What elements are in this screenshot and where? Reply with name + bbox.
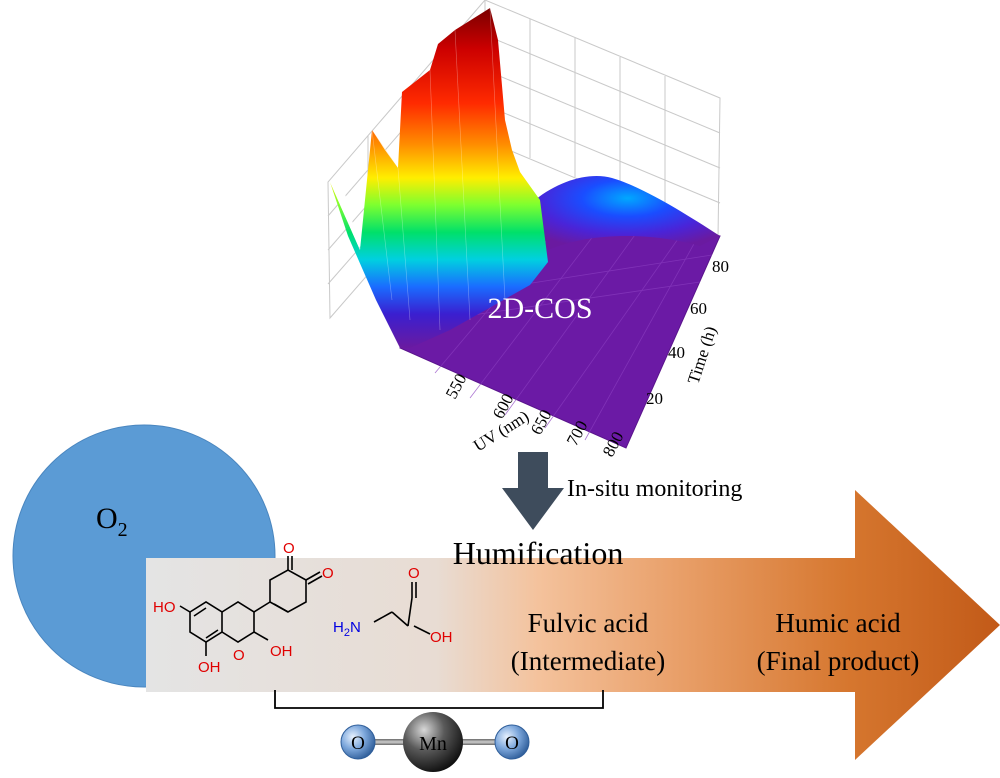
final-name: Humic acid: [775, 608, 901, 638]
atom-label: HO: [153, 599, 176, 616]
monitoring-label: In-situ monitoring: [567, 476, 742, 502]
amine-n: N: [350, 619, 361, 636]
time-tick: 60: [690, 299, 707, 318]
oxygen-right-label: O: [505, 733, 519, 754]
oxygen-symbol: O: [96, 502, 118, 535]
humification-arrow: Humification Fulvic acid (Intermediate) …: [146, 490, 1000, 760]
oxygen-subscript: 2: [118, 519, 128, 541]
hydroxyl-oh: OH: [430, 629, 453, 646]
down-arrow-icon: [502, 452, 564, 530]
plot-peak-hump: [535, 176, 720, 250]
time-tick: 80: [712, 257, 729, 276]
intermediate-label: Fulvic acid (Intermediate): [511, 608, 665, 676]
manganese-label: Mn: [419, 733, 447, 755]
oxygen-left-label: O: [351, 733, 365, 754]
oxygen-label: O2: [96, 502, 128, 541]
atom-label: O: [322, 565, 334, 582]
time-axis-label: Time (h): [684, 324, 720, 386]
time-tick: 20: [646, 389, 663, 408]
oxygen-atom-right: [494, 724, 530, 760]
atom-label: O: [283, 540, 295, 557]
monitoring-arrow: In-situ monitoring: [502, 452, 742, 530]
polyphenol-molecule: [179, 556, 323, 656]
plot-inner-label: 2D-COS: [487, 292, 592, 325]
oxygen-atom-left: [340, 724, 376, 760]
humification-title: Humification: [453, 535, 624, 571]
carbonyl-o: O: [408, 565, 420, 582]
polyphenol-atoms: HO O OH OH O O: [153, 540, 334, 676]
mn-catalyst: O Mn O: [340, 712, 530, 772]
amine-sub: 2: [344, 627, 350, 639]
time-tick: 40: [668, 343, 685, 362]
amine-h: H: [333, 619, 344, 636]
final-role: (Final product): [757, 646, 920, 676]
atom-label: OH: [198, 659, 221, 676]
atom-label: O: [233, 647, 245, 664]
spectrum-3d-plot: 2D-COS 550 600 650 700 800 UV (nm) 20 40…: [327, 0, 729, 460]
molecule-bracket: [274, 690, 604, 709]
amino-acid-molecule: H2N O OH: [333, 565, 453, 646]
intermediate-name: Fulvic acid: [528, 608, 649, 638]
plot-spectral-ridge: [330, 8, 548, 348]
intermediate-role: (Intermediate): [511, 646, 665, 676]
amine-label: H2N: [333, 619, 361, 639]
atom-label: OH: [270, 643, 293, 660]
manganese-atom: [403, 712, 463, 772]
final-label: Humic acid (Final product): [757, 608, 920, 676]
